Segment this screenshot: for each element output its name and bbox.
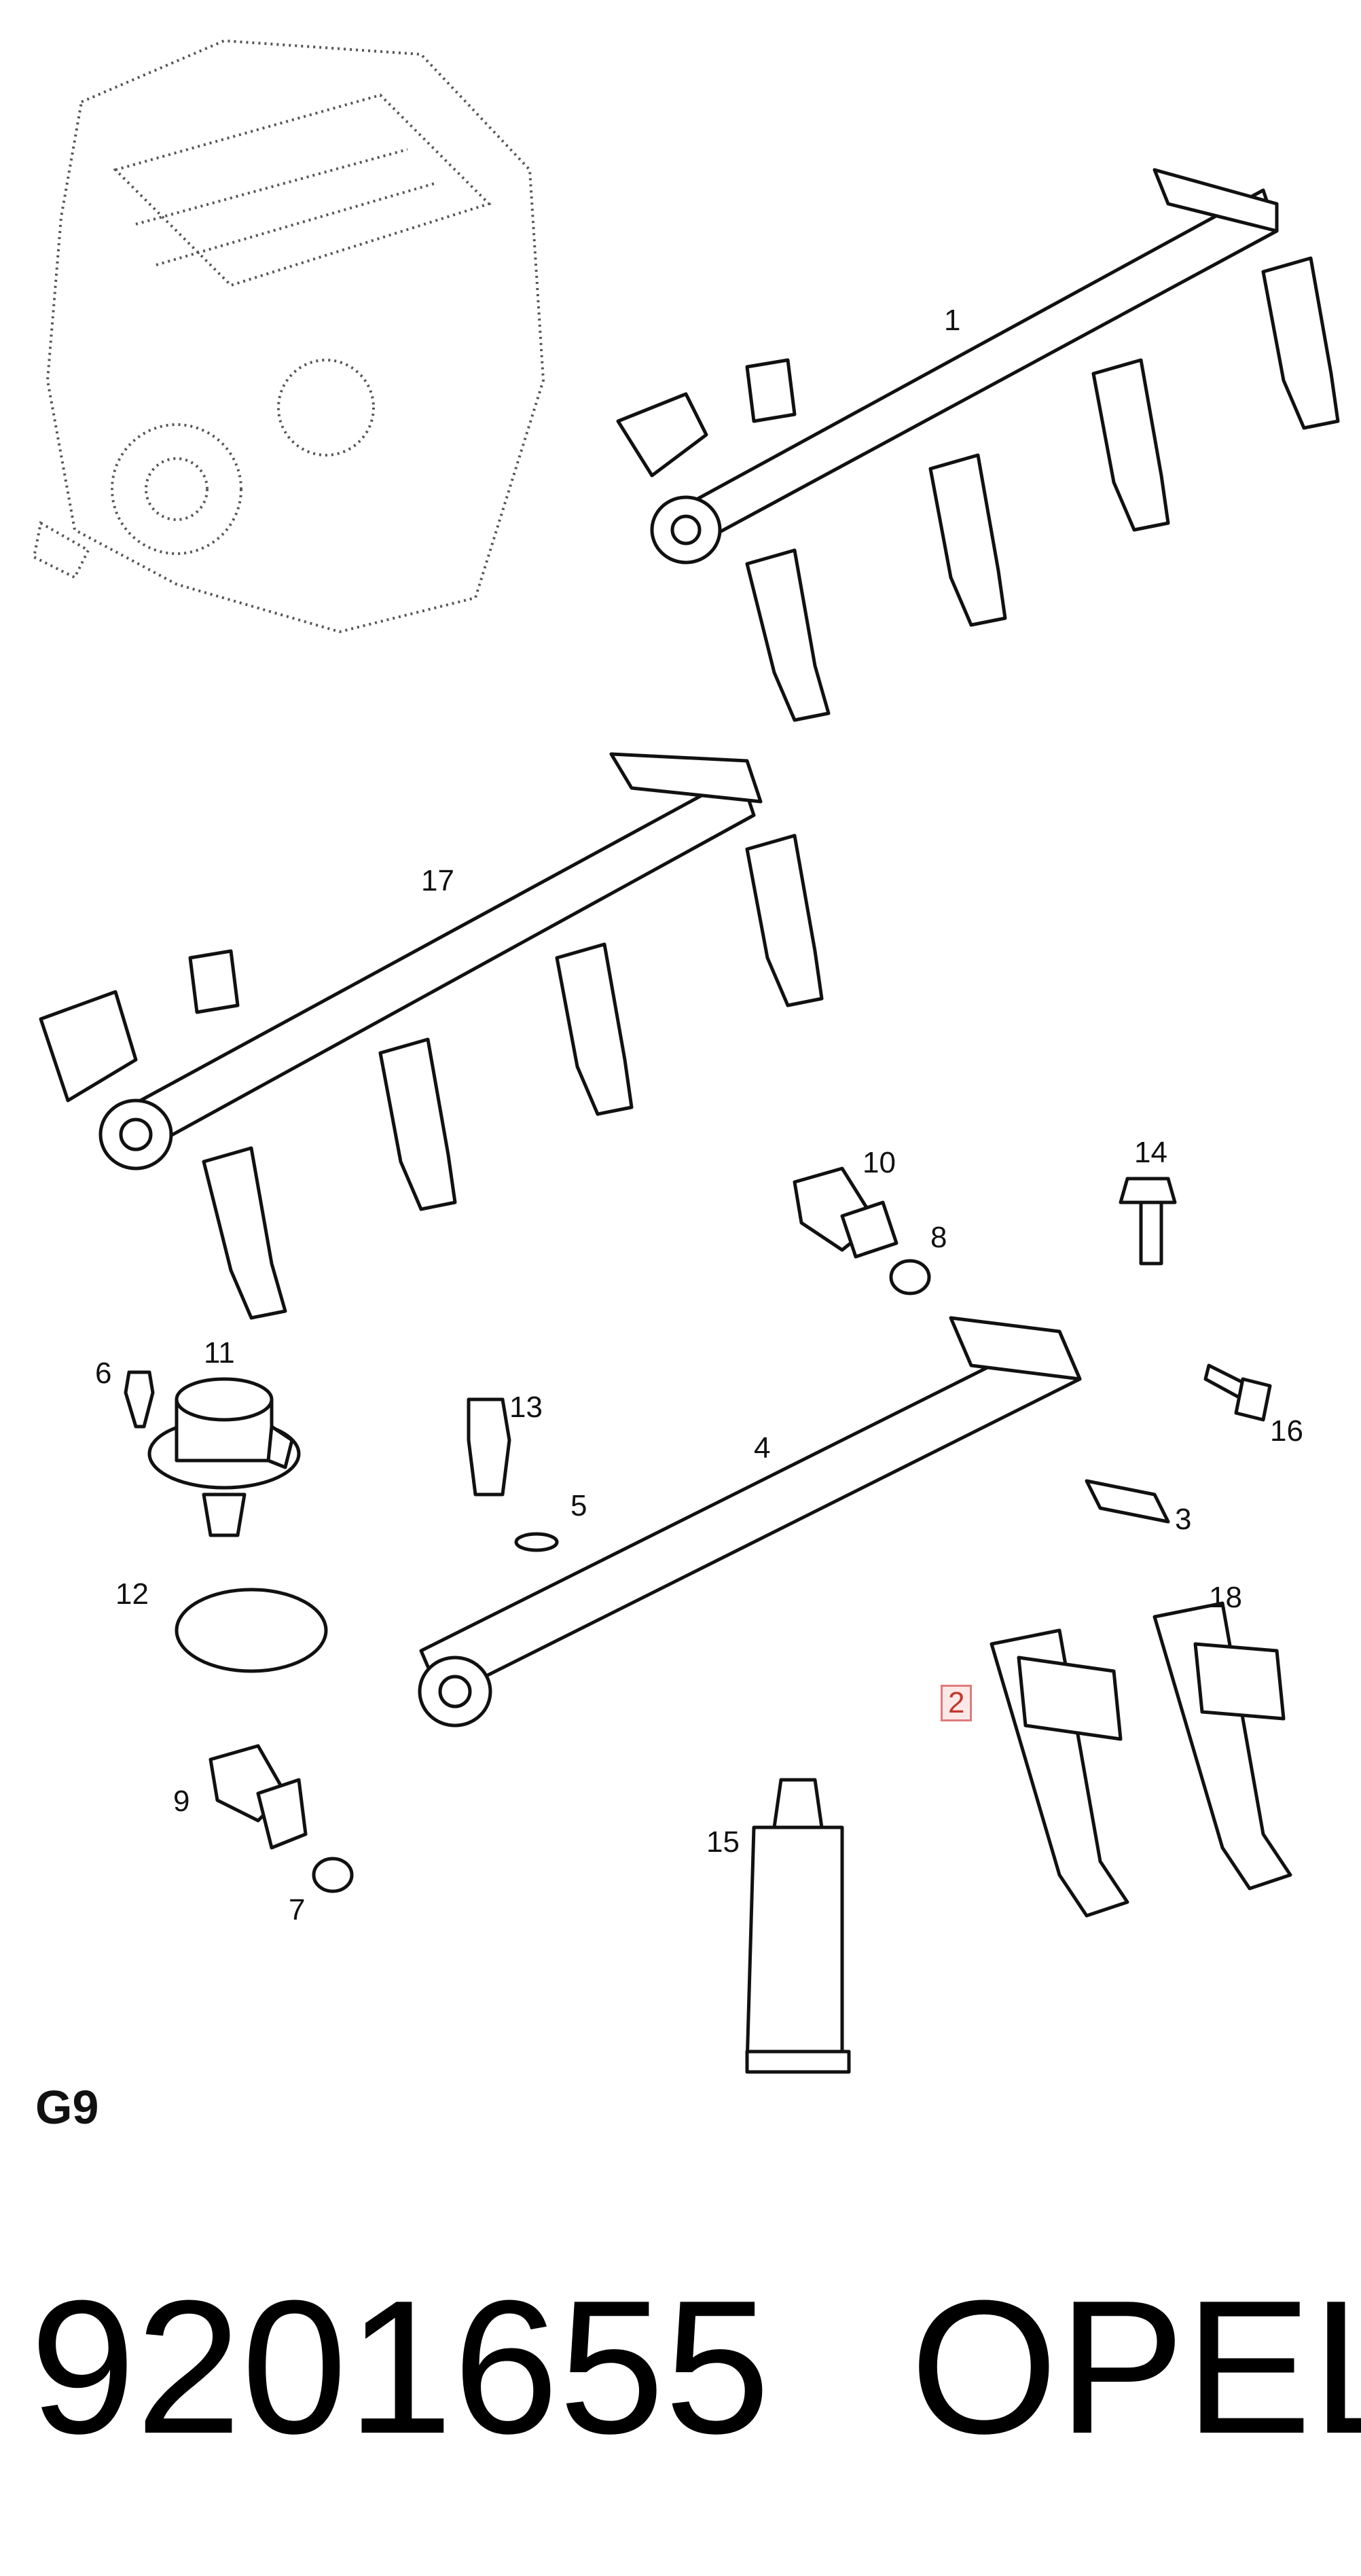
callout-3: 3 <box>1175 1503 1192 1536</box>
callout-7: 7 <box>289 1893 306 1927</box>
part-16-bolt <box>1203 1363 1272 1422</box>
section-code: G9 <box>35 2081 99 2134</box>
part-14-bolt <box>1119 1177 1177 1266</box>
part-6-screw <box>124 1370 155 1429</box>
callout-11: 11 <box>204 1336 235 1370</box>
fuel-rail-assembly-17 <box>39 752 824 1320</box>
callout-18: 18 <box>1209 1581 1242 1614</box>
injector-1d <box>1261 256 1340 430</box>
part-11-pressure-regulator <box>147 1377 301 1537</box>
callout-5: 5 <box>570 1489 587 1522</box>
callout-1: 1 <box>944 304 961 337</box>
injector-17d <box>745 834 824 1007</box>
part-13-valve <box>467 1397 511 1497</box>
callout-4: 4 <box>754 1431 771 1465</box>
callout-9: 9 <box>173 1785 190 1818</box>
part-2-injector <box>990 1628 1129 1918</box>
part-10-connector <box>793 1166 899 1259</box>
callout-16: 16 <box>1270 1414 1303 1448</box>
brand-name: OPEL <box>910 2261 1361 2473</box>
part-7-o-ring <box>312 1857 354 1893</box>
injector-1a <box>745 548 831 722</box>
part-9-fitting <box>208 1744 308 1850</box>
callout-15: 15 <box>706 1825 740 1859</box>
part-12-retaining-ring <box>175 1588 328 1673</box>
callout-6: 6 <box>95 1357 112 1390</box>
callout-13: 13 <box>509 1391 543 1424</box>
injector-17a <box>202 1146 287 1320</box>
injector-1c <box>1091 358 1170 532</box>
part-3-clip <box>1085 1479 1170 1524</box>
callout-12: 12 <box>115 1577 149 1611</box>
callout-8: 8 <box>930 1221 947 1254</box>
part-4-fuel-rail <box>418 1316 1082 1728</box>
callout-2-highlighted: 2 <box>941 1685 973 1721</box>
callout-10: 10 <box>863 1146 896 1179</box>
callout-17: 17 <box>421 864 454 897</box>
part-15-sealant-tube <box>745 1778 851 2074</box>
part-5-washer <box>514 1532 559 1552</box>
fuel-rail-assembly-1 <box>616 168 1340 722</box>
injector-17b <box>378 1037 457 1211</box>
engine-illustration <box>32 39 545 634</box>
part-number: 9201655 <box>30 2261 771 2473</box>
part-8-o-ring <box>889 1259 931 1295</box>
injector-1b <box>928 453 1007 627</box>
injector-17c <box>555 942 634 1116</box>
part-18-injector <box>1153 1601 1292 1891</box>
callout-14: 14 <box>1134 1136 1167 1169</box>
